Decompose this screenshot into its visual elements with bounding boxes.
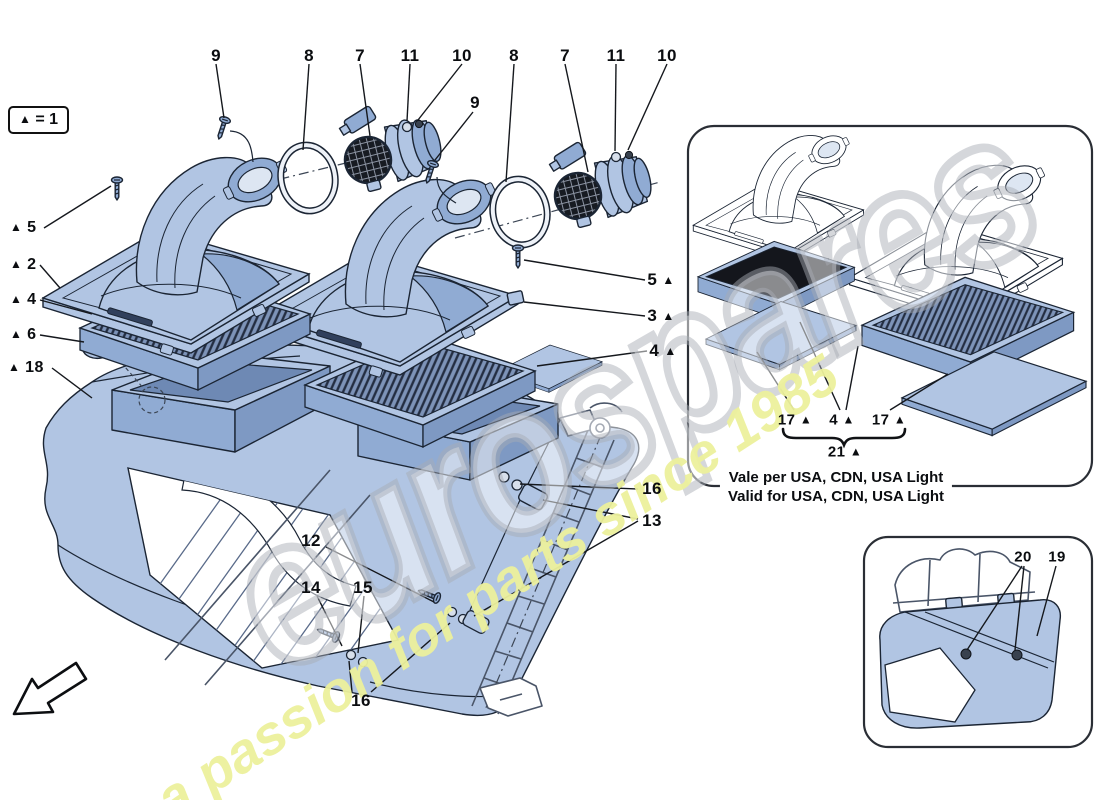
callout-18-left: ▲ 18 xyxy=(8,359,44,376)
callout-10b: 10 xyxy=(657,46,677,65)
maf-sensor-right xyxy=(541,125,659,233)
callout-7b: 7 xyxy=(560,46,570,65)
callout-2-left: ▲ 2 xyxy=(10,256,37,273)
callout-17b-inset: 17 ▲ xyxy=(871,411,907,429)
callout-16a: 16 xyxy=(642,479,662,498)
duct-opening xyxy=(127,467,400,686)
callout-9a: 9 xyxy=(211,46,221,65)
inset-manifold-outline xyxy=(892,548,1036,613)
duct-inlet-bin-left xyxy=(111,351,331,453)
o-ring-right xyxy=(488,175,553,249)
inset-duct-box xyxy=(862,535,1094,749)
washer-11-right xyxy=(610,151,622,163)
callout-10a: 10 xyxy=(452,46,472,65)
leader-lines xyxy=(39,63,668,693)
inset-usa-box xyxy=(686,124,1094,488)
inset-duct-part xyxy=(879,592,1062,729)
callout-20-inset: 20 xyxy=(1014,548,1032,566)
screw-5-right xyxy=(511,244,525,269)
screw-9-left xyxy=(212,114,232,142)
washer-11-left xyxy=(401,121,413,133)
usa-note-line2: Valid for USA, CDN, USA Light xyxy=(727,488,945,505)
frame-top-bracket xyxy=(559,402,623,439)
callout-19-inset: 19 xyxy=(1048,548,1066,566)
callout-3-right: 3 ▲ xyxy=(647,306,675,325)
nut-10-left xyxy=(414,119,424,129)
callout-16b: 16 xyxy=(351,691,371,710)
frame-foot xyxy=(479,677,543,717)
callout-4-inset: 4 ▲ xyxy=(829,411,855,429)
usa-note-line1: Vale per USA, CDN, USA Light xyxy=(728,468,944,486)
radiator-frame xyxy=(471,402,623,717)
callout-13: 13 xyxy=(642,511,662,530)
callout-11a: 11 xyxy=(400,46,420,65)
cover-clip xyxy=(506,290,525,306)
quantity-brace xyxy=(781,427,907,449)
callout-12: 12 xyxy=(301,531,321,550)
legend-text: = 1 xyxy=(35,111,59,128)
screw-5-left xyxy=(110,176,124,201)
callout-7a: 7 xyxy=(355,46,365,65)
callout-4-left: ▲ 4 xyxy=(10,291,37,308)
usa-validity-note: Vale per USA, CDN, USA Light Valid for U… xyxy=(719,465,953,509)
callout-6-left: ▲ 6 xyxy=(10,326,37,343)
direction-arrow xyxy=(12,661,88,716)
callout-14: 14 xyxy=(301,578,321,597)
callout-17a-inset: 17 ▲ xyxy=(777,411,813,429)
callout-5-left: ▲ 5 xyxy=(10,219,37,236)
callout-8b: 8 xyxy=(509,46,519,65)
callout-15: 15 xyxy=(353,578,373,597)
duct-fasteners xyxy=(314,471,548,668)
legend-box: ▲ = 1 xyxy=(8,106,70,134)
callout-9b: 9 xyxy=(470,93,480,112)
callout-21-inset: 21 ▲ xyxy=(827,443,863,461)
callout-5-right: 5 ▲ xyxy=(647,270,675,289)
callout-4-right: 4 ▲ xyxy=(649,341,677,360)
callout-8a: 8 xyxy=(304,46,314,65)
nut-10-right xyxy=(624,150,634,160)
callout-11b: 11 xyxy=(606,46,626,65)
triangle-icon: ▲ xyxy=(19,112,31,126)
